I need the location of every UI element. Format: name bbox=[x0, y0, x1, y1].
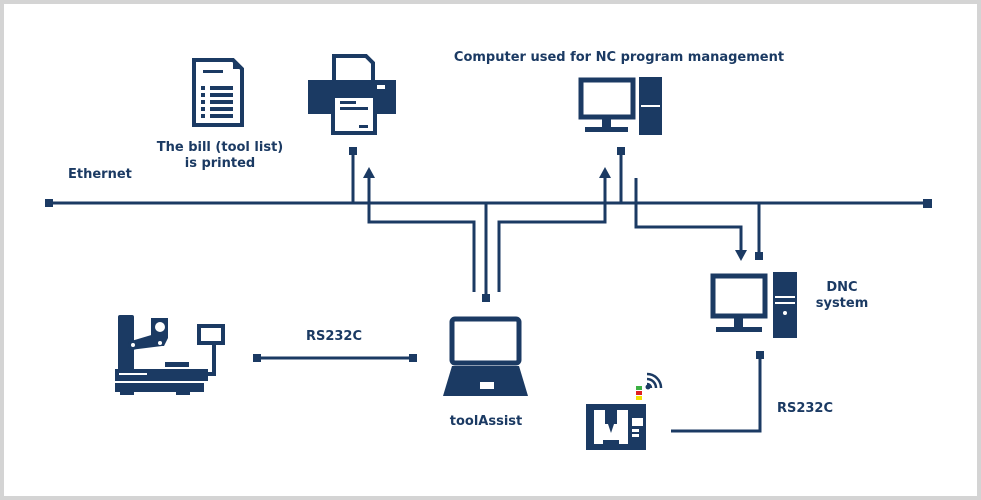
rs232c-end-right bbox=[409, 354, 417, 362]
nc-computer-icon bbox=[578, 77, 662, 135]
dnc-port bbox=[755, 252, 763, 260]
arrow-up-nc-computer bbox=[599, 167, 611, 178]
ethernet-end-right bbox=[923, 199, 932, 208]
dnc-label-line1: DNC bbox=[826, 280, 857, 295]
signal-light-yellow bbox=[636, 396, 642, 400]
ethernet-label: Ethernet bbox=[68, 167, 132, 182]
dnc-rs232c-port bbox=[756, 351, 764, 359]
toolassist-label: toolAssist bbox=[450, 414, 522, 429]
nc-computer-port bbox=[617, 147, 625, 155]
bill-label-line1: The bill (tool list) bbox=[157, 140, 283, 155]
cnc-machine-icon bbox=[586, 372, 663, 450]
bill-label-line2: is printed bbox=[185, 156, 255, 171]
flow-to-nc-computer bbox=[497, 172, 607, 292]
wireless-icon bbox=[646, 372, 663, 389]
printer-icon bbox=[308, 54, 396, 135]
printer-port bbox=[349, 147, 357, 155]
tool-presetter-icon bbox=[115, 315, 225, 395]
nc-computer-label: Computer used for NC program management bbox=[454, 50, 784, 65]
arrow-up-printer bbox=[363, 167, 375, 178]
dnc-label-line2: system bbox=[816, 296, 869, 311]
ethernet-end-left bbox=[45, 199, 53, 207]
rs232c-end-left bbox=[253, 354, 261, 362]
flow-to-dnc bbox=[634, 178, 743, 250]
toolassist-port bbox=[482, 294, 490, 302]
rs232c-link-machine bbox=[671, 355, 762, 433]
document-list-icon bbox=[192, 58, 244, 127]
rs232c-label-left: RS232C bbox=[306, 329, 362, 344]
diagram-frame bbox=[4, 4, 977, 496]
laptop-icon bbox=[443, 316, 528, 396]
flow-to-printer bbox=[367, 172, 476, 292]
rs232c-label-right: RS232C bbox=[777, 401, 833, 416]
dnc-computer-icon bbox=[710, 272, 797, 338]
arrow-down-dnc bbox=[735, 250, 747, 261]
signal-light-green bbox=[636, 386, 642, 390]
signal-light-red bbox=[636, 391, 642, 395]
